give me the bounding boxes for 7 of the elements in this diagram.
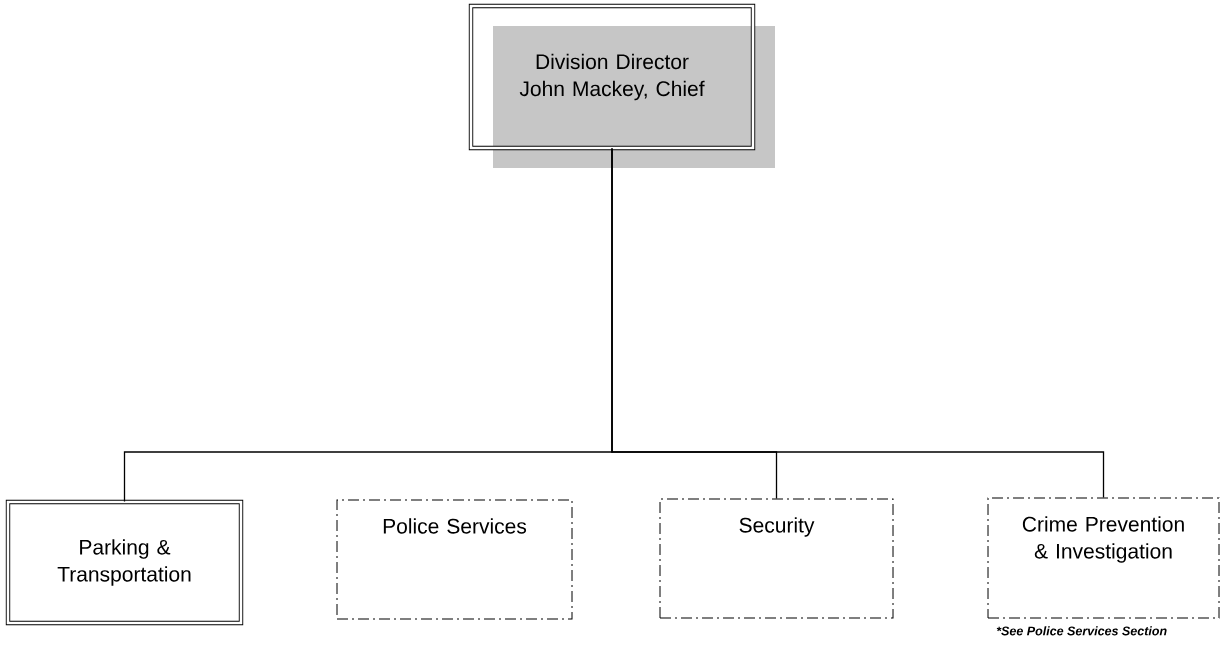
org-box: Crime Prevention & Investigation [987,497,1220,619]
org-box: Police Services [336,499,573,620]
org-box: Parking & Transportation [5,499,244,626]
org-box: Division Director John Mackey, Chief [468,3,775,168]
connector-line [611,147,1105,499]
footnote: *See Police Services Section [996,626,1167,636]
org-box: Security [659,498,894,619]
